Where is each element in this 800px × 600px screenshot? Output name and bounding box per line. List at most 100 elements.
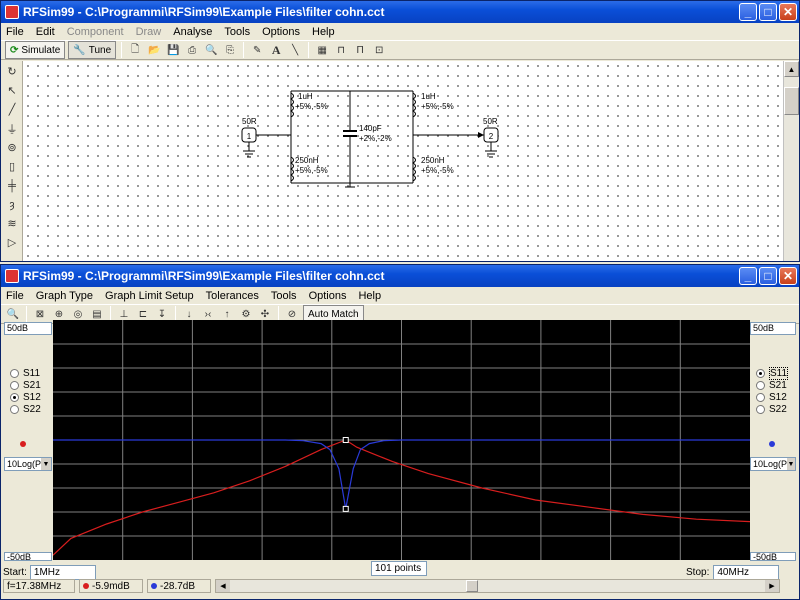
- capacitor-icon[interactable]: ╪: [8, 179, 16, 192]
- right-radio-s11[interactable]: S11: [756, 366, 789, 380]
- left-radio-s22[interactable]: S22: [10, 403, 41, 415]
- output-port[interactable]: 2 50R: [483, 117, 499, 158]
- table-icon[interactable]: ▤: [92, 308, 102, 320]
- pointer-icon[interactable]: ↖: [7, 85, 17, 97]
- maximize-button[interactable]: □: [759, 3, 777, 21]
- scroll-thumb[interactable]: [784, 87, 799, 115]
- text-icon[interactable]: A: [271, 42, 281, 57]
- export-icon[interactable]: ⎘: [226, 44, 235, 56]
- slider-right-icon[interactable]: ▶: [765, 580, 779, 592]
- component-library-icon[interactable]: ⊓: [337, 44, 346, 56]
- inductor-top-left[interactable]: 1uH +5%,-5%: [290, 92, 328, 118]
- inductor-top-right[interactable]: 1uH +5%,-5%: [412, 92, 454, 118]
- new-file-icon[interactable]: 🗋: [131, 43, 140, 55]
- inductor-icon[interactable]: ȝ: [9, 198, 15, 211]
- right-radio-label: S21: [769, 379, 787, 391]
- inductor-bottom-left[interactable]: 250nH +5%,-5%: [290, 156, 328, 182]
- print-preview-icon[interactable]: 🔍: [204, 44, 218, 56]
- right-scale-select-wrap: 10Log(P ▼: [750, 457, 796, 471]
- left-radio-s21[interactable]: S21: [10, 379, 41, 391]
- rotate-icon[interactable]: ↻: [7, 66, 17, 78]
- capacitor-center[interactable]: 140pF +2%,-2%: [343, 91, 392, 188]
- circuit-window-titlebar[interactable]: RFSim99 - C:\Programmi\RFSim99\Example F…: [1, 1, 799, 23]
- smith-chart-icon[interactable]: ⊕: [54, 308, 64, 320]
- series-line-red: [52, 439, 751, 556]
- pen-icon[interactable]: ✎: [252, 44, 262, 56]
- graph-menu-options[interactable]: Options: [308, 289, 347, 302]
- graph-minimize-button[interactable]: _: [739, 267, 757, 285]
- menu-help[interactable]: Help: [312, 25, 335, 38]
- schematic-vscroll[interactable]: ▲: [783, 61, 799, 261]
- menu-component[interactable]: Component: [66, 25, 124, 38]
- graph-menu-help[interactable]: Help: [358, 289, 382, 302]
- right-radio-s22[interactable]: S22: [756, 403, 788, 415]
- amplifier-icon[interactable]: ▷: [7, 237, 17, 249]
- graph-menu-tools[interactable]: Tools: [270, 289, 297, 302]
- print-icon[interactable]: ⎙: [188, 44, 197, 56]
- ground-icon[interactable]: ⏚: [6, 123, 18, 136]
- menu-tools[interactable]: Tools: [224, 25, 251, 38]
- tune-components-icon[interactable]: ⚙: [241, 308, 251, 320]
- tune-button[interactable]: 🔧 Tune: [68, 41, 117, 59]
- left-top-db[interactable]: 50dB: [4, 322, 52, 335]
- source-icon[interactable]: ⊚: [7, 142, 17, 154]
- start-freq-input[interactable]: 1MHz: [29, 565, 96, 580]
- left-scale-select[interactable]: 10Log(P ▼: [4, 457, 52, 471]
- zoom-icon[interactable]: 🔍: [6, 308, 20, 320]
- graph-maximize-button[interactable]: □: [759, 267, 777, 285]
- scroll-up-icon[interactable]: ▲: [784, 61, 799, 77]
- simulate-button[interactable]: ⟳ Simulate: [5, 41, 66, 59]
- right-scale-select[interactable]: 10Log(P ▼: [750, 457, 796, 471]
- tee-network-icon[interactable]: ⊡: [374, 44, 384, 56]
- graph-menu-graph-type[interactable]: Graph Type: [35, 289, 94, 302]
- right-bottom-db[interactable]: -50dB: [750, 552, 796, 561]
- close-button[interactable]: ✕: [779, 3, 797, 21]
- marker-down-icon[interactable]: ↓: [186, 308, 192, 320]
- frequency-slider[interactable]: ◀ ▶: [215, 579, 780, 593]
- match-icon[interactable]: ⊘: [287, 308, 297, 320]
- marker-left-right-icon[interactable]: ›‹: [204, 308, 212, 320]
- left-radio-s12[interactable]: S12: [10, 391, 41, 403]
- graph-menu-file[interactable]: File: [6, 289, 24, 302]
- pi-network-icon[interactable]: Π: [356, 44, 364, 56]
- transformer-icon[interactable]: ≋: [7, 218, 17, 230]
- resistor-icon[interactable]: ▯: [8, 161, 16, 173]
- left-bottom-db[interactable]: -50dB: [4, 552, 52, 561]
- right-radio-s12[interactable]: S12: [756, 391, 788, 403]
- save-file-icon[interactable]: 💾: [166, 44, 180, 56]
- wire-icon[interactable]: ╱: [8, 104, 16, 116]
- circuit-toolbar: ⟳ Simulate 🔧 Tune 🗋 📂 💾 ⎙ 🔍 ⎘ ✎ A ╲ ▦ ⊓ …: [1, 40, 799, 60]
- rect-plot-icon[interactable]: ⊠: [35, 308, 45, 320]
- marker-icon[interactable]: ↧: [157, 308, 167, 320]
- minimize-button[interactable]: _: [739, 3, 757, 21]
- line-draw-icon[interactable]: ╲: [292, 44, 299, 56]
- menu-analyse[interactable]: Analyse: [173, 25, 213, 38]
- monte-carlo-icon[interactable]: ✣: [260, 308, 270, 320]
- graph-scale-icon[interactable]: ⊥: [119, 308, 129, 320]
- graph-window-titlebar[interactable]: RFSim99 - C:\Programmi\RFSim99\Example F…: [1, 265, 799, 287]
- polar-chart-icon[interactable]: ◎: [73, 308, 83, 320]
- menu-draw[interactable]: Draw: [135, 25, 162, 38]
- right-top-db[interactable]: 50dB: [750, 322, 796, 335]
- right-param-radios: S11 S21 S12 S22: [756, 366, 789, 415]
- graph-menu-tolerances[interactable]: Tolerances: [205, 289, 259, 302]
- menu-options[interactable]: Options: [262, 25, 300, 38]
- simulate-label: Simulate: [21, 44, 61, 56]
- group-delay-icon[interactable]: ⊏: [138, 308, 148, 320]
- points-input[interactable]: 101 points: [371, 561, 427, 576]
- graph-close-button[interactable]: ✕: [779, 267, 797, 285]
- graph-menu-limit-setup[interactable]: Graph Limit Setup: [105, 289, 194, 302]
- slider-left-icon[interactable]: ◀: [216, 580, 230, 592]
- menu-file[interactable]: File: [6, 25, 24, 38]
- menu-edit[interactable]: Edit: [35, 25, 55, 38]
- left-radio-s11[interactable]: S11: [10, 367, 41, 379]
- plot-area[interactable]: [52, 320, 751, 560]
- open-file-icon[interactable]: 📂: [147, 44, 161, 56]
- calculator-icon[interactable]: ▦: [317, 44, 327, 56]
- right-radio-s21[interactable]: S21: [756, 379, 788, 391]
- schematic-canvas[interactable]: 1 50R 1uH +5%,-5% 250nH: [23, 61, 783, 261]
- input-port[interactable]: 1 50R: [241, 117, 257, 158]
- slider-thumb[interactable]: [466, 580, 478, 592]
- marker-up-icon[interactable]: ↑: [224, 308, 230, 320]
- inductor-bottom-right[interactable]: 250nH +5%,-5%: [412, 156, 454, 182]
